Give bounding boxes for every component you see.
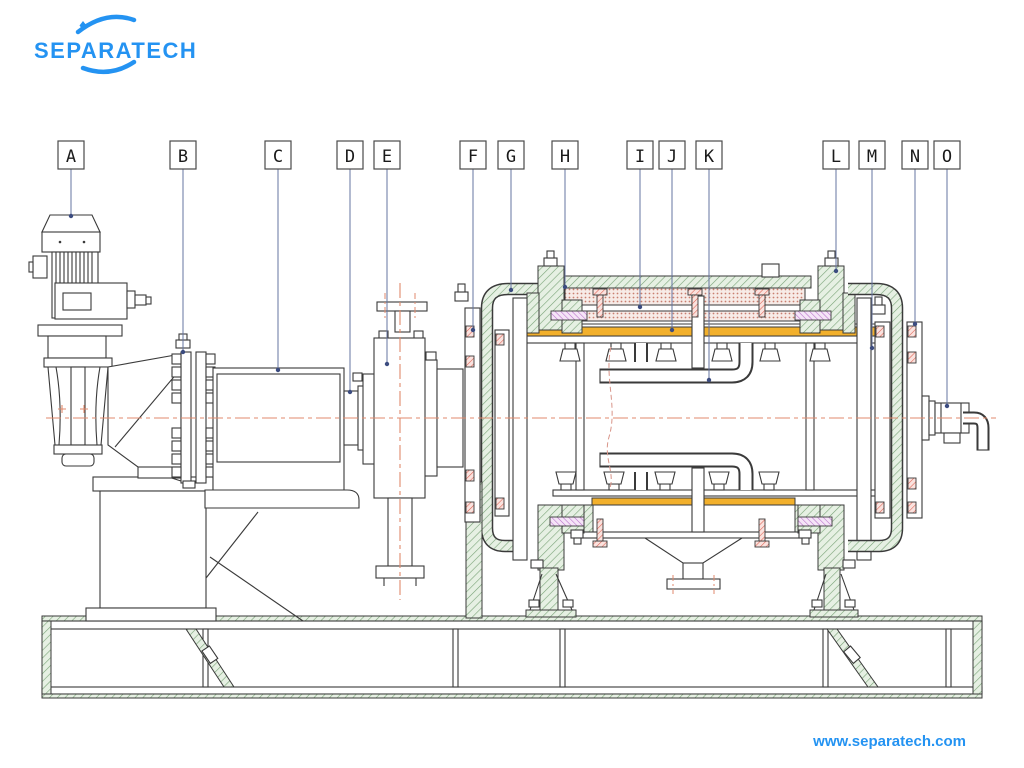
svg-text:N: N (910, 147, 920, 167)
part-label-I: I (626, 140, 654, 310)
part-label-E: E (373, 140, 401, 367)
vent-fitting (761, 263, 780, 278)
svg-text:E: E (382, 147, 392, 167)
motor-pedestal (85, 476, 217, 622)
discharge-funnel (643, 537, 744, 594)
svg-text:K: K (704, 147, 715, 167)
part-label-D: D (336, 140, 364, 395)
svg-text:L: L (831, 147, 841, 167)
logo-swoosh-icon (75, 14, 137, 75)
part-label-O: O (933, 140, 961, 409)
part-label-K: K (695, 140, 723, 383)
front-flange-left (512, 297, 528, 561)
part-label-G: G (497, 140, 525, 293)
part-label-N: N (901, 140, 929, 327)
part-label-F: F (459, 140, 487, 333)
part-label-M: M (858, 140, 886, 351)
right-end-cover (794, 250, 856, 586)
coupling-flange (107, 333, 216, 489)
nozzle-row-bottom (555, 471, 780, 491)
front-flange-right (856, 297, 872, 561)
svg-text:D: D (345, 147, 355, 167)
nozzle-row-top (559, 342, 831, 362)
vessel-supports (525, 559, 859, 618)
basket-rail-bottom (552, 489, 884, 497)
rotary-joint (921, 395, 990, 451)
filter-mesh-outer (564, 287, 806, 306)
svg-text:M: M (867, 147, 877, 167)
svg-text:C: C (273, 147, 283, 167)
base-frame (41, 511, 983, 699)
drive-motor (28, 214, 152, 359)
part-label-H: H (551, 140, 579, 290)
section-break-line (606, 346, 613, 489)
svg-text:O: O (942, 147, 952, 167)
svg-text:A: A (66, 147, 76, 167)
svg-text:B: B (178, 147, 188, 167)
part-label-A: A (57, 140, 85, 219)
part-label-C: C (264, 140, 292, 373)
mesh-clamp-bolts (592, 288, 770, 548)
brand-logo: SEPARATECH (34, 14, 198, 75)
vessel-shell (552, 275, 812, 289)
part-label-J: J (658, 140, 686, 333)
part-label-L: L (822, 140, 850, 274)
svg-text:I: I (635, 147, 645, 167)
svg-text:H: H (560, 147, 570, 167)
brand-name: SEPARATECH (34, 38, 198, 63)
part-labels: A B C D E F G H I J K L M N O (57, 140, 961, 409)
svg-text:F: F (468, 147, 478, 167)
internal-pipes (599, 343, 754, 490)
filter-vessel (512, 250, 884, 594)
svg-text:J: J (667, 147, 677, 167)
gear-bracket (43, 357, 113, 467)
inlet-tee (362, 283, 464, 600)
part-label-B: B (169, 140, 197, 355)
bearing-housing (204, 367, 360, 509)
left-end-cover (526, 250, 588, 586)
inlet-flange (454, 283, 510, 619)
website-link[interactable]: www.separatech.com (813, 733, 966, 750)
outlet-flange (871, 296, 923, 519)
svg-text:G: G (506, 147, 516, 167)
